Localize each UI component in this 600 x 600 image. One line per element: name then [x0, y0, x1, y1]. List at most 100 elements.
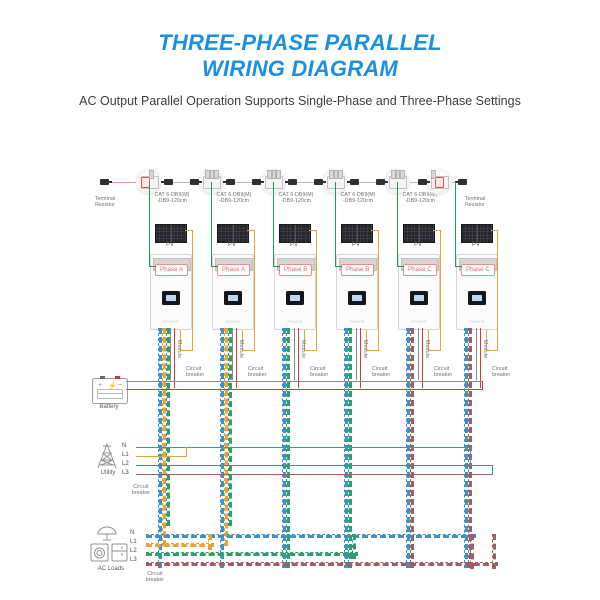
comm-drop-arrow-4: [335, 266, 342, 267]
utility-line-l3: L3: [122, 470, 129, 476]
ac-loads-line-l3: L3: [130, 557, 137, 563]
ac-loads-l1-riser: [208, 534, 212, 550]
ac-l1-2: [224, 328, 228, 546]
ac-l2-2: [228, 328, 232, 526]
comm-drop-3: [273, 182, 274, 266]
battery-label: Battery: [99, 404, 119, 410]
breaker-label-2: Circuit breaker: [248, 366, 267, 379]
pv-panel-1: [155, 224, 187, 243]
pv-lead-2: [254, 230, 255, 350]
lamp-icon: [97, 526, 117, 535]
battery-minus: −: [117, 382, 122, 389]
pv-label-2: PV: [227, 242, 236, 248]
ac-l2-1: [166, 328, 170, 526]
ac-loads-line-l1: L1: [130, 539, 137, 545]
pv-lead-bot-v-6: [486, 330, 487, 350]
cable-label-4: CAT 6-DB9(M)-DB9-120cm: [340, 192, 376, 205]
pv-lead-bot-v-2: [242, 330, 243, 350]
module-label-1: Module: [176, 340, 182, 359]
module-label-3: Module: [300, 340, 306, 359]
pv-panel-3: [279, 224, 311, 243]
batt-neg-lead-4: [356, 328, 357, 380]
phase-badge-4: Phase B: [341, 264, 375, 276]
comm-drop-4: [335, 182, 336, 266]
ac-loads-breaker-label: Circuit breaker: [145, 571, 165, 584]
pv-panel-4: [341, 224, 373, 243]
comm-drop-arrow-1: [149, 266, 156, 267]
batt-neg-lead-2: [232, 328, 233, 380]
pv-lead-top-2: [247, 230, 255, 231]
title-line-2: WIRING DIAGRAM: [202, 56, 398, 81]
ac-loads-l3-riser-2: [470, 534, 474, 569]
batt-neg-lead-1: [170, 328, 171, 380]
pv-lead-bot-v-3: [304, 330, 305, 350]
ac-n-1: [158, 328, 162, 568]
breaker-label-1: Circuit breaker: [186, 366, 205, 379]
pv-lead-bot-6: [486, 350, 498, 351]
batt-pos-lead-2: [236, 328, 237, 388]
ac-loads-bus-l2: [146, 552, 358, 556]
phase-badge-5: Phase C: [403, 264, 437, 276]
pv-lead-bot-v-4: [366, 330, 367, 350]
pv-lead-bot-1: [180, 350, 193, 351]
comm-drop-6: [455, 182, 456, 266]
utility-breaker-label: Circuit breaker: [131, 484, 151, 497]
ac-loads-label: AC Loads: [97, 566, 125, 572]
cable-label-5: CAT 6-DB9(M)-DB9-120cm: [402, 192, 438, 205]
page-title: THREE-PHASE PARALLEL WIRING DIAGRAM: [0, 30, 600, 82]
ac-n-3: [282, 328, 286, 568]
module-label-6: Module: [482, 340, 488, 359]
comm-plug-4r: [347, 179, 359, 185]
utility-bus-l1: [136, 456, 186, 457]
utility-pylon-icon: [97, 442, 117, 469]
utility-line-l1: L1: [122, 452, 129, 458]
utility-l1-riser: [186, 447, 187, 457]
ac-l2-4: [348, 328, 352, 568]
ac-loads-icons: [90, 526, 128, 562]
comm-plug-4l: [314, 179, 326, 185]
ac-loads-bus-l1: [146, 543, 214, 547]
pv-lead-top-4: [371, 230, 379, 231]
module-label-4: Module: [362, 340, 368, 359]
utility-n-return: [470, 447, 471, 466]
pv-panel-5: [403, 224, 435, 243]
comm-plug-2l: [190, 179, 202, 185]
comm-plug-1r: [161, 179, 173, 185]
washing-machine-icon: [90, 543, 109, 562]
module-label-2: Module: [238, 340, 244, 359]
ac-n-5: [406, 328, 410, 568]
pv-lead-top-1: [185, 230, 193, 231]
terminal-resistor-right-label: Terminal Resistor: [464, 196, 486, 209]
comm-drop-arrow-2: [211, 266, 218, 267]
ac-loads-bus-n: [146, 534, 476, 538]
ac-l3-5: [410, 328, 414, 568]
pv-lead-3: [316, 230, 317, 350]
phase-badge-3: Phase B: [279, 264, 313, 276]
terminal-resistor-left-plug: [100, 179, 112, 185]
batt-neg-lead-6: [476, 328, 477, 380]
comm-hub-4: [322, 169, 348, 195]
batt-pos-lead-5: [422, 328, 423, 388]
terminal-lead-right: [438, 182, 466, 183]
ac-n-6: [464, 328, 468, 568]
utility-line-n: N: [122, 443, 127, 449]
ac-loads-line-l2: L2: [130, 548, 137, 554]
phase-badge-2: Phase A: [217, 264, 251, 276]
phase-badge-6: Phase C: [461, 264, 495, 276]
breaker-label-3: Circuit breaker: [310, 366, 329, 379]
pv-lead-4: [378, 230, 379, 350]
comm-hub-6: [426, 169, 452, 195]
comm-plug-6l: [418, 179, 430, 185]
pv-lead-5: [440, 230, 441, 350]
pv-label-5: PV: [413, 242, 422, 248]
comm-drop-1: [149, 182, 150, 266]
battery-plus: +: [98, 382, 103, 389]
pv-label-3: PV: [289, 242, 298, 248]
ac-l2-3: [286, 328, 290, 568]
comm-drop-arrow-5: [397, 266, 404, 267]
utility-l2-return: [492, 465, 493, 475]
comm-drop-2: [211, 182, 212, 266]
battery-negative-bus: [126, 381, 482, 382]
batt-pos-lead-4: [360, 328, 361, 388]
